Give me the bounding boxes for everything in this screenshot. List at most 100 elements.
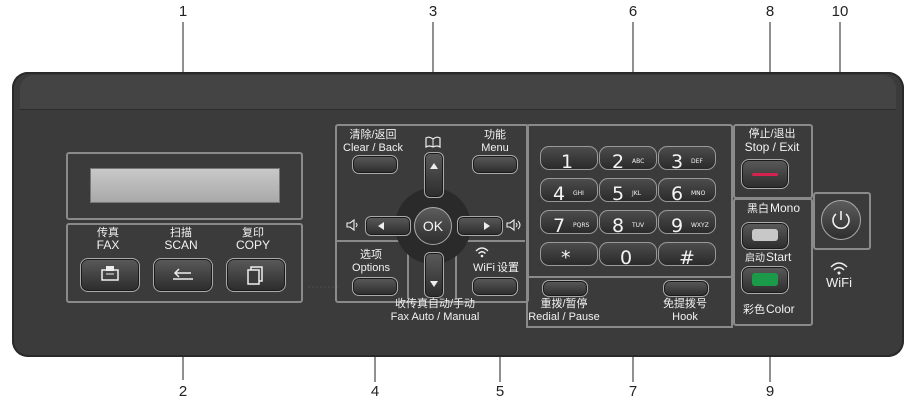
wifi-icon (475, 247, 489, 258)
ok-label: OK (422, 218, 444, 234)
ok-button[interactable]: OK (414, 207, 452, 245)
mono-label-cn: 黑白 (747, 203, 769, 215)
dpad-up-button[interactable] (424, 152, 444, 198)
lcd-frame (66, 152, 303, 220)
copy-icon (247, 266, 263, 285)
hook-label-cn: 免提拨号 (663, 298, 707, 310)
scan-label-en: SCAN (164, 238, 198, 252)
stop-label-cn: 停止/退出 (748, 128, 796, 140)
dial-key-hash[interactable]: # (658, 242, 716, 269)
scan-button[interactable] (153, 258, 213, 292)
wifi-separator-v (455, 240, 457, 299)
start-frame (733, 198, 813, 326)
start-label-en: Start (766, 250, 792, 264)
callout-2: 2 (178, 383, 188, 400)
options-separator-v (407, 240, 409, 299)
options-button[interactable] (352, 277, 398, 296)
wifi-setup-label-en: WiFi (473, 262, 495, 274)
volume-down-icon (346, 218, 358, 232)
callout-6: 6 (628, 3, 638, 20)
clear-label-cn: 清除/返回 (349, 129, 397, 141)
arrow-right-icon (484, 222, 490, 230)
callout-7: 7 (628, 383, 638, 400)
stop-label-en: Stop / Exit (744, 140, 800, 154)
fax-label-cn: 传真 (97, 227, 119, 239)
dpad-down-button[interactable] (424, 252, 444, 298)
copy-button[interactable] (226, 258, 286, 292)
power-button[interactable] (821, 200, 861, 240)
options-separator (335, 240, 407, 242)
mono-label-en: Mono (770, 201, 801, 215)
callout-5: 5 (495, 383, 505, 400)
callout-8: 8 (765, 3, 775, 20)
mode-buttons-frame (66, 223, 303, 303)
wifi-separator (455, 240, 525, 242)
hook-label-en: Hook (672, 311, 698, 323)
power-icon (832, 211, 850, 229)
lcd-screen (90, 168, 280, 203)
dotted-connector (308, 286, 338, 288)
dial-key-0[interactable]: 0 (599, 242, 657, 269)
stop-exit-button[interactable] (741, 159, 789, 189)
color-start-button[interactable] (741, 266, 789, 294)
dialpad-frame (526, 124, 733, 278)
wifi-status-label: WiFi (826, 275, 852, 290)
arrow-down-icon (430, 281, 438, 287)
scan-icon (173, 268, 193, 280)
arrow-up-icon (430, 163, 438, 169)
menu-button[interactable] (472, 155, 518, 174)
options-label-en: Options (352, 262, 390, 274)
wifi-status-icon (830, 262, 848, 275)
callout-9: 9 (765, 383, 775, 400)
address-book-icon (425, 136, 441, 148)
redial-label-en: Redial / Pause (528, 311, 600, 323)
callout-4: 4 (370, 383, 380, 400)
panel-top-strip (20, 75, 896, 110)
callout-3: 3 (428, 3, 438, 20)
scan-label-cn: 扫描 (170, 227, 192, 239)
start-label-cn: 启动 (745, 253, 765, 264)
redial-pause-button[interactable] (542, 280, 588, 297)
wifi-setup-button[interactable] (472, 277, 518, 296)
dpad-right-button[interactable] (457, 216, 503, 236)
clear-back-button[interactable] (352, 155, 398, 174)
menu-label-cn: 功能 (484, 129, 506, 141)
stop-indicator (752, 173, 778, 176)
copy-label-en: COPY (235, 238, 270, 252)
mono-indicator (752, 229, 778, 241)
menu-label-en: Menu (481, 142, 509, 154)
fax-mode-label-cn: 收传真自动/手动 (394, 298, 476, 310)
fax-label-en: FAX (96, 238, 120, 252)
redial-label-cn: 重拨/暂停 (540, 298, 588, 310)
color-label-cn: 彩色 (743, 304, 765, 316)
mono-start-button[interactable] (741, 222, 789, 250)
wifi-setup-label-cn: 设置 (497, 262, 519, 274)
hook-button[interactable] (663, 280, 709, 297)
color-indicator (752, 273, 778, 286)
fax-button[interactable] (80, 258, 140, 292)
dpad-left-button[interactable] (365, 216, 411, 236)
callout-10: 10 (831, 3, 849, 20)
dial-key-star[interactable]: * (540, 242, 598, 269)
power-frame (813, 192, 871, 250)
color-label-en: Color (766, 302, 795, 316)
dial-key-1[interactable]: 1 (540, 146, 598, 173)
clear-label-en: Clear / Back (343, 142, 403, 154)
dialpad-lower-frame (526, 274, 733, 328)
copy-label-cn: 复印 (242, 227, 264, 239)
volume-up-icon (506, 218, 521, 232)
fax-icon (101, 266, 119, 281)
options-label-cn: 选项 (360, 249, 382, 261)
fax-mode-label-en: Fax Auto / Manual (390, 311, 480, 323)
navigation-frame (335, 124, 529, 303)
callout-1: 1 (178, 3, 188, 20)
arrow-left-icon (378, 222, 384, 230)
